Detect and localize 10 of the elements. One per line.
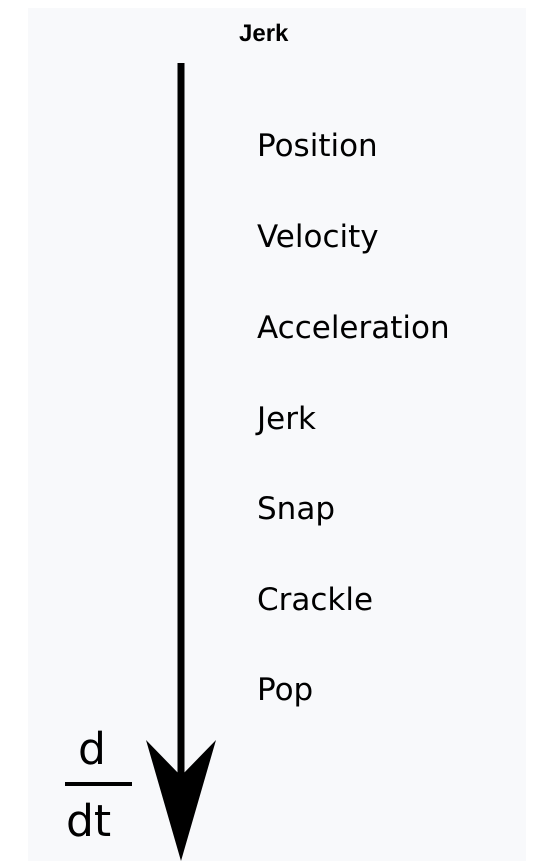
title: Jerk	[239, 22, 288, 46]
quantity-label: Velocity	[257, 222, 379, 253]
fraction-denominator: dt	[66, 800, 112, 844]
quantity-label: Crackle	[257, 585, 374, 616]
quantity-label: Acceleration	[257, 313, 450, 344]
quantity-label: Position	[257, 131, 378, 162]
fraction-numerator: d	[78, 728, 106, 772]
quantity-label: Snap	[257, 494, 335, 525]
quantity-label: Jerk	[257, 404, 316, 435]
quantity-label: Pop	[257, 675, 314, 706]
